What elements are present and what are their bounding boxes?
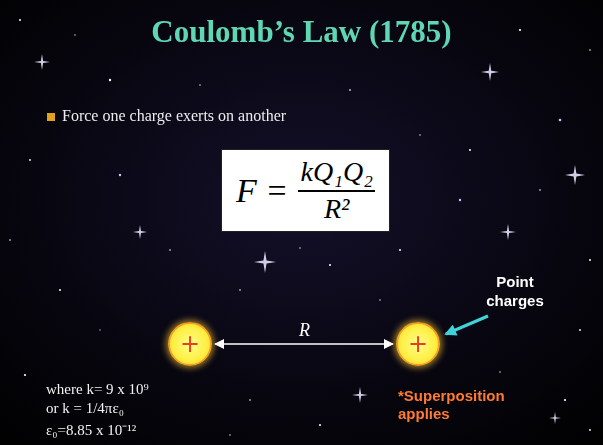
constant-note: or k = 1/4πε₀ xyxy=(46,400,124,417)
formula-part: kQ₁Q₂ xyxy=(298,156,375,192)
formula-box: F = kQ₁Q₂R² xyxy=(221,149,390,232)
point-charge: + xyxy=(396,322,440,366)
sparkles xyxy=(34,54,585,424)
callout-label: Point charges xyxy=(470,272,560,310)
charge-sign: + xyxy=(180,332,200,356)
distance-label: R xyxy=(299,320,310,341)
slide-title: Coulomb’s Law (1785) xyxy=(0,14,603,50)
point-charge: + xyxy=(168,322,212,366)
constant-note: where k= 9 x 10⁹ xyxy=(46,381,149,398)
formula-part: R² xyxy=(298,192,375,225)
bullet-square xyxy=(47,113,55,121)
leader-arrow xyxy=(446,316,488,334)
distance-arrow xyxy=(215,343,393,345)
note-text: *Superposition applies xyxy=(398,387,528,423)
stars xyxy=(9,19,591,436)
bullet-text: Force one charge exerts on another xyxy=(62,107,286,125)
constant-note: ε₀=8.85 x 10⁻¹² xyxy=(46,419,136,439)
charge-sign: + xyxy=(408,332,428,356)
formula-part: F = xyxy=(236,172,288,210)
